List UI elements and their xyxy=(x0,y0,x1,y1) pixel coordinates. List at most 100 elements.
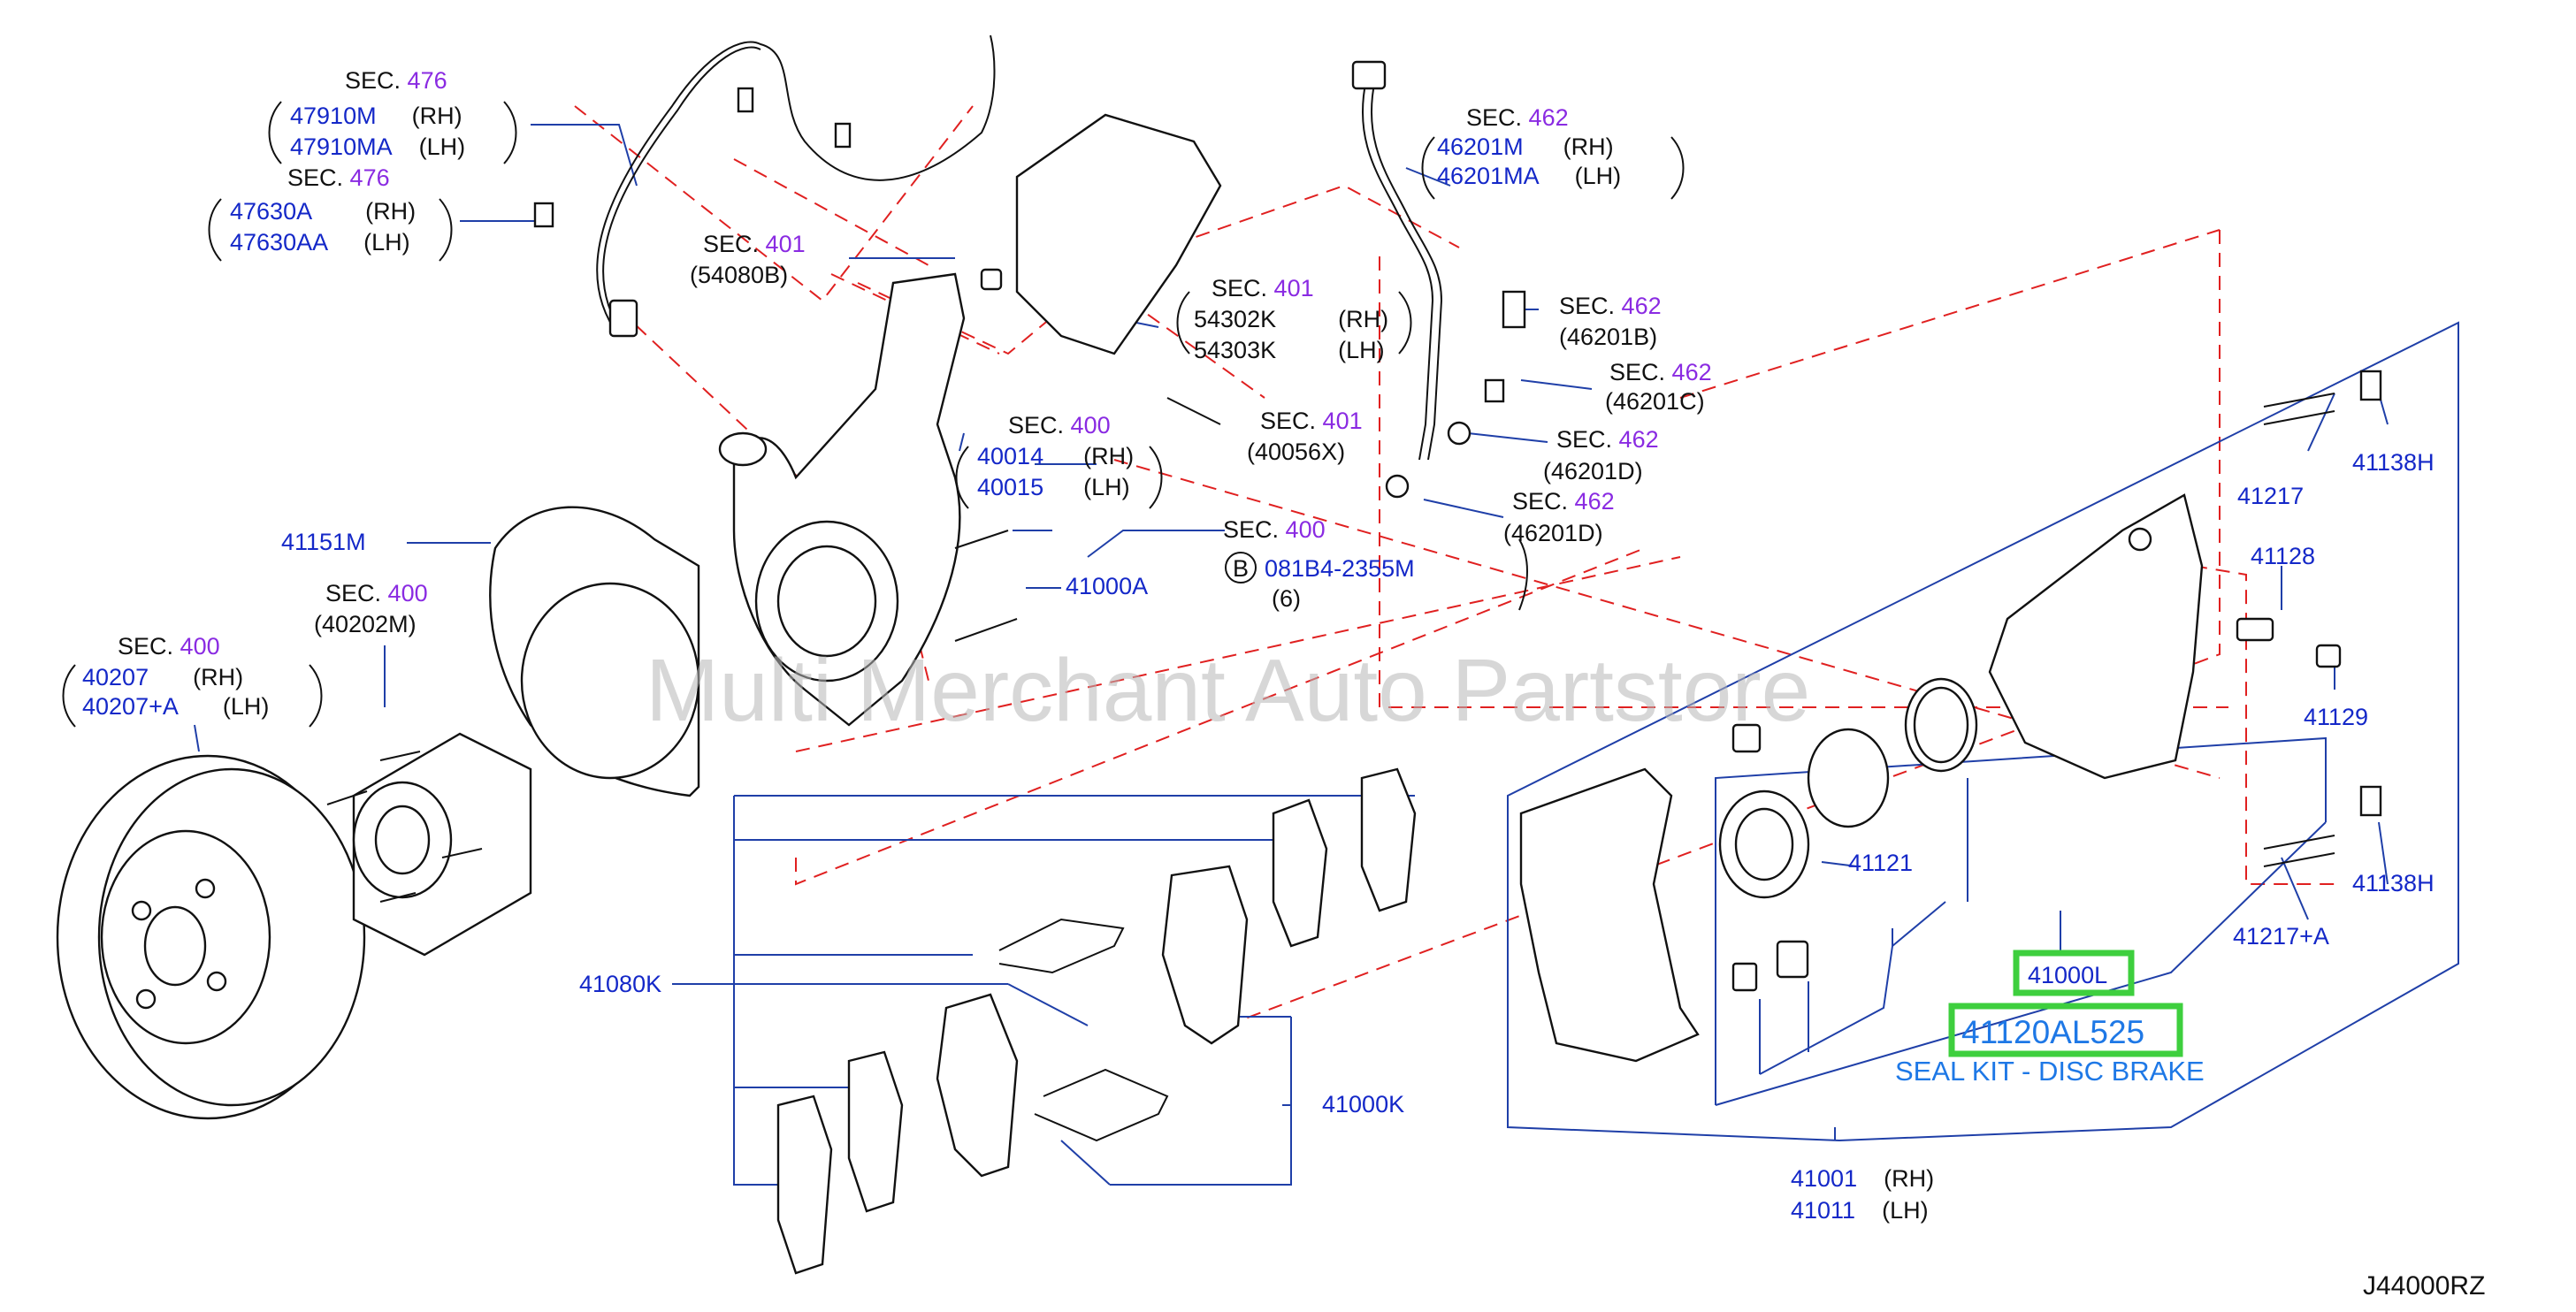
label-41000a: 41000A xyxy=(1066,573,1148,599)
label-40207a: 40207+A(LH) xyxy=(82,693,269,720)
label-46201ma: 46201MA(LH) xyxy=(1437,163,1621,189)
svg-text:41000L: 41000L xyxy=(2028,962,2107,988)
label-41001: 41001(RH) xyxy=(1791,1165,1934,1192)
svg-text:46201MA(LH): 46201MA(LH) xyxy=(1437,163,1621,189)
label-47910ma: 47910MA(LH) xyxy=(290,133,465,160)
svg-text:41217: 41217 xyxy=(2237,483,2304,509)
svg-text:41001(RH): 41001(RH) xyxy=(1791,1165,1934,1192)
label-41138h-upper: 41138H xyxy=(2352,449,2435,476)
label-41121: 41121 xyxy=(1848,850,1913,876)
label-sec476-bolt: SEC. 476 xyxy=(287,164,390,191)
svg-text:41128: 41128 xyxy=(2251,543,2315,569)
svg-text:SEC. 462: SEC. 462 xyxy=(1609,359,1712,385)
label-47910m: 47910M(RH) xyxy=(290,103,462,129)
svg-text:SEC. 401: SEC. 401 xyxy=(1260,408,1363,434)
svg-text:(6): (6) xyxy=(1272,585,1301,612)
piston-and-seals xyxy=(1718,677,1978,899)
label-41000l: 41000L xyxy=(2013,950,2135,996)
svg-text:54303K(LH): 54303K(LH) xyxy=(1194,337,1385,363)
svg-text:41080K: 41080K xyxy=(579,971,661,997)
label-sec476-sensor: SEC. 476 xyxy=(345,67,447,94)
label-sec401-knuckle-bracket: SEC. 401 xyxy=(1212,275,1314,301)
dust-shield xyxy=(489,506,700,797)
diagram-code: J44000RZ xyxy=(2363,1271,2485,1301)
svg-text:SEC. 476: SEC. 476 xyxy=(345,67,447,94)
svg-text:(46201D): (46201D) xyxy=(1543,458,1643,484)
seal-kit-part-number: 41120AL525 xyxy=(1961,1014,2144,1050)
svg-text:41000A: 41000A xyxy=(1066,573,1148,599)
label-40014: 40014(RH) xyxy=(977,443,1134,469)
seal-kit-callout: 41120AL525 SEAL KIT - DISC BRAKE xyxy=(1895,1003,2205,1087)
svg-text:B: B xyxy=(1233,555,1249,582)
svg-text:SEC. 462: SEC. 462 xyxy=(1556,426,1659,453)
label-54302k: 54302K(RH) xyxy=(1194,306,1388,332)
label-sec462-46201b: SEC. 462 (46201B) xyxy=(1559,293,1662,350)
svg-text:SEC. 462: SEC. 462 xyxy=(1559,293,1662,319)
watermark-text: Multi Merchant Auto Partstore xyxy=(646,641,1810,740)
label-40207: 40207(RH) xyxy=(82,664,243,690)
label-sec400-hub: SEC. 400 (40202M) xyxy=(314,580,428,637)
label-46201m: 46201M(RH) xyxy=(1437,133,1614,160)
label-bolt-081b4: B 081B4-2355M (6) xyxy=(1225,552,1415,612)
label-sec400-knuckle: SEC. 400 xyxy=(1008,412,1111,439)
label-41128: 41128 xyxy=(2251,543,2315,569)
svg-text:(54080B): (54080B) xyxy=(690,262,788,288)
label-sec462-46201c: SEC. 462 (46201C) xyxy=(1605,359,1712,415)
svg-text:SEC. 400: SEC. 400 xyxy=(118,633,220,660)
svg-text:47630AA(LH): 47630AA(LH) xyxy=(230,229,410,256)
svg-text:(40202M): (40202M) xyxy=(314,611,417,637)
svg-text:47910M(RH): 47910M(RH) xyxy=(290,103,462,129)
svg-text:(46201B): (46201B) xyxy=(1559,324,1657,350)
label-41217: 41217 xyxy=(2237,483,2304,509)
svg-text:(46201D): (46201D) xyxy=(1503,520,1603,546)
svg-text:(46201C): (46201C) xyxy=(1605,388,1705,415)
label-41138h-lower: 41138H xyxy=(2352,870,2435,896)
svg-text:SEC. 401: SEC. 401 xyxy=(703,231,806,257)
guide-pins-and-bolts xyxy=(533,202,2382,992)
svg-text:SEC. 400: SEC. 400 xyxy=(325,580,428,606)
svg-text:(40056X): (40056X) xyxy=(1247,439,1345,465)
svg-text:41151M: 41151M xyxy=(281,529,366,555)
caliper-bracket xyxy=(1519,767,1700,1063)
svg-text:41138H: 41138H xyxy=(2352,449,2435,476)
wheel-hub xyxy=(326,732,532,957)
bracket-parens xyxy=(62,101,1685,728)
svg-text:47910MA(LH): 47910MA(LH) xyxy=(290,133,465,160)
svg-text:SEC. 400: SEC. 400 xyxy=(1008,412,1111,439)
steering-knuckle xyxy=(718,272,966,727)
svg-text:46201M(RH): 46201M(RH) xyxy=(1437,133,1614,160)
svg-text:47630A(RH): 47630A(RH) xyxy=(230,198,416,225)
caliper-bracket-mount xyxy=(1015,113,1222,355)
brake-pads xyxy=(776,767,1417,1275)
label-sec462-46201d-lower: SEC. 462 (46201D) xyxy=(1503,488,1615,546)
brake-hose xyxy=(1351,60,1471,499)
label-41011: 41011(LH) xyxy=(1791,1197,1929,1224)
abs-sensor-wire xyxy=(596,34,996,338)
label-54303k: 54303K(LH) xyxy=(1194,337,1385,363)
svg-text:SEC. 401: SEC. 401 xyxy=(1212,275,1314,301)
svg-text:40207(RH): 40207(RH) xyxy=(82,664,243,690)
pad-clips xyxy=(998,918,1169,1142)
svg-text:40015(LH): 40015(LH) xyxy=(977,474,1130,500)
svg-text:41121: 41121 xyxy=(1848,850,1913,876)
svg-text:41011(LH): 41011(LH) xyxy=(1791,1197,1929,1224)
label-41217a: 41217+A xyxy=(2233,923,2329,950)
label-sec401-54080b: SEC. 401 (54080B) xyxy=(690,231,806,288)
label-sec462-46201d-upper: SEC. 462 (46201D) xyxy=(1543,426,1659,484)
label-sec462-hose: SEC. 462 xyxy=(1466,104,1569,131)
label-47630a: 47630A(RH) xyxy=(230,198,416,225)
svg-text:40014(RH): 40014(RH) xyxy=(977,443,1134,469)
label-sec400-rotor: SEC. 400 xyxy=(118,633,220,660)
brake-rotor xyxy=(56,754,366,1120)
label-41000k: 41000K xyxy=(1322,1091,1404,1117)
label-47630aa: 47630AA(LH) xyxy=(230,229,410,256)
svg-text:54302K(RH): 54302K(RH) xyxy=(1194,306,1388,332)
svg-text:SEC. 462: SEC. 462 xyxy=(1512,488,1615,515)
label-40015: 40015(LH) xyxy=(977,474,1130,500)
svg-text:41217+A: 41217+A xyxy=(2233,923,2329,950)
seal-kit-description: SEAL KIT - DISC BRAKE xyxy=(1895,1056,2205,1087)
svg-text:081B4-2355M: 081B4-2355M xyxy=(1265,555,1415,582)
svg-text:41138H: 41138H xyxy=(2352,870,2435,896)
svg-text:SEC. 462: SEC. 462 xyxy=(1466,104,1569,131)
svg-text:41000K: 41000K xyxy=(1322,1091,1404,1117)
